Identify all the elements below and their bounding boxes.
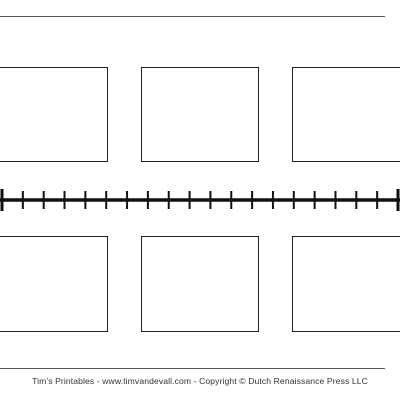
bottom-box-3 xyxy=(292,236,400,332)
footer-credit: Tim’s Printables - www.timvandevall.com … xyxy=(32,376,368,386)
bottom-box-1 xyxy=(0,236,108,332)
top-rule xyxy=(0,16,385,17)
bottom-box-2 xyxy=(141,236,259,332)
top-box-3 xyxy=(292,67,400,162)
tick-marks xyxy=(0,189,400,211)
top-box-1 xyxy=(0,67,108,162)
top-box-2 xyxy=(141,67,259,162)
bottom-rule xyxy=(0,368,385,369)
timeline xyxy=(0,189,400,211)
